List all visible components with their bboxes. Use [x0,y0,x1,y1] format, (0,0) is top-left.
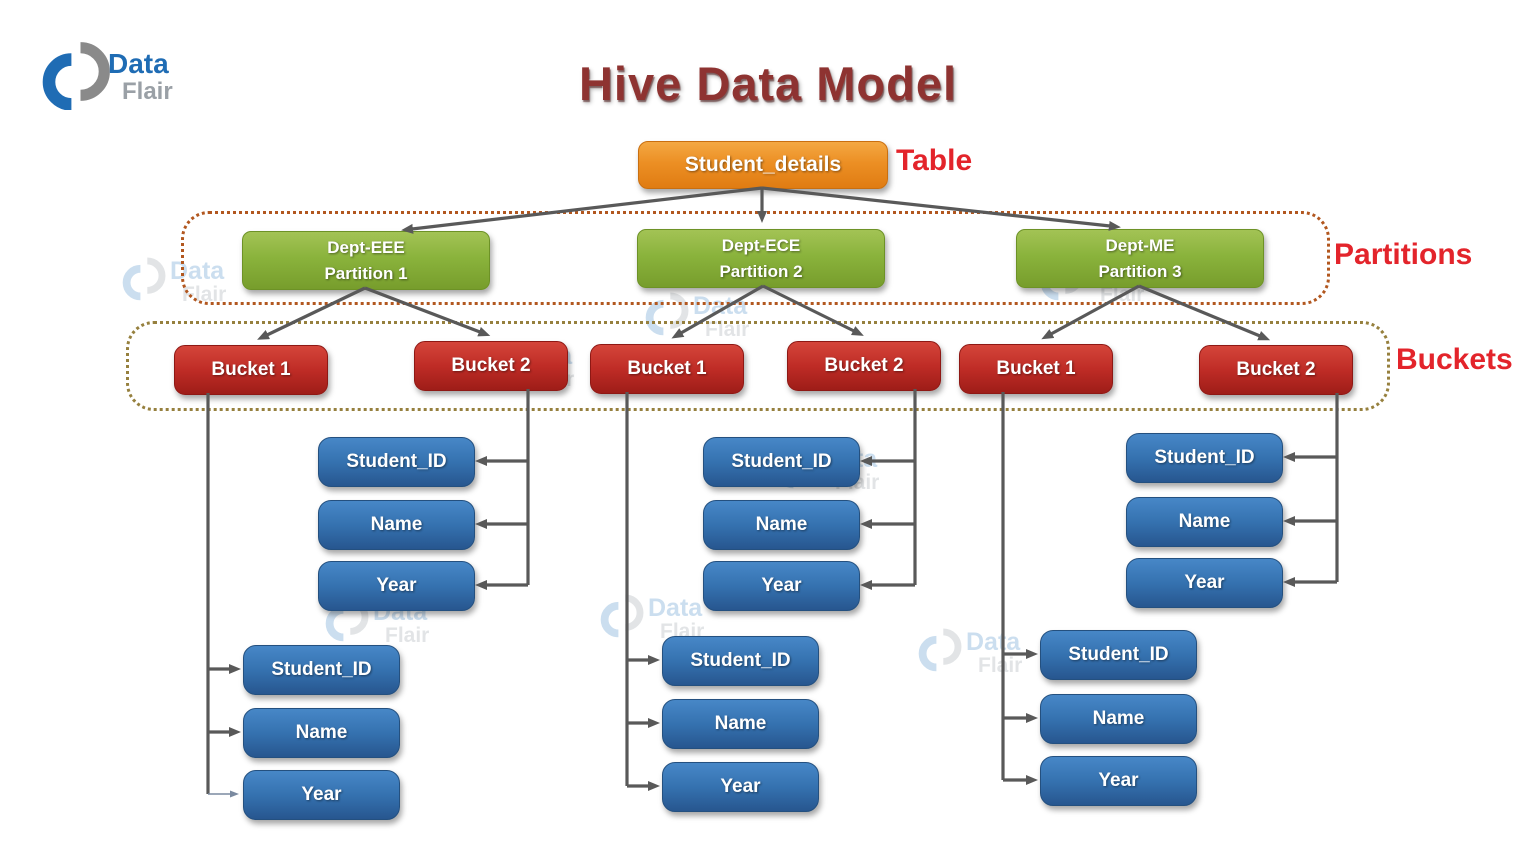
field-box-year: Year [318,561,475,611]
field-box-student-id: Student_ID [1040,630,1197,680]
partition-dept: Dept-ECE [721,235,801,255]
dataflair-watermark-logo-icon [122,257,166,301]
field-box-year: Year [1126,558,1283,608]
field-box-student-id: Student_ID [318,437,475,487]
field-box-student-id: Student_ID [1126,433,1283,483]
table-side-label: Table [896,144,973,177]
partition-dept: Dept-ME [1105,235,1175,255]
watermark-text: Data [966,628,1021,656]
bucket-label: Bucket 1 [627,358,707,379]
dataflair-watermark-logo-icon [918,628,962,672]
dataflair-logo: Data Flair [42,40,282,120]
field-label: Student_ID [731,451,832,472]
bucket-node-p1-b1: Bucket 1 [174,345,328,395]
field-label: Name [295,722,348,743]
field-label: Student_ID [346,451,447,472]
field-box-name: Name [662,699,819,749]
field-box-year: Year [1040,756,1197,806]
table-node-student-details: Student_details [638,141,888,189]
field-box-year: Year [703,561,860,611]
field-label: Name [1092,708,1145,729]
logo-text-flair: Flair [122,78,173,105]
field-box-student-id: Student_ID [662,636,819,686]
field-box-year: Year [243,770,400,820]
field-label: Name [1178,511,1231,532]
field-label: Year [720,776,761,797]
logo-text-data: Data [108,48,169,79]
partition-node-3: Dept-ME Partition 3 [1016,229,1264,288]
bucket-label: Bucket 2 [1236,359,1316,380]
field-label: Student_ID [271,659,372,680]
watermark-text: Flair [978,654,1023,677]
field-box-name: Name [1126,497,1283,547]
partition-name: Partition 2 [719,261,803,281]
bucket-node-p2-b2: Bucket 2 [787,341,941,391]
field-label: Year [376,575,417,596]
page-title: Hive Data Model [578,57,958,110]
partition-dept: Dept-EEE [327,237,405,257]
field-box-student-id: Student_ID [243,645,400,695]
field-box-year: Year [662,762,819,812]
table-node-label: Student_details [684,153,842,176]
field-box-name: Name [318,500,475,550]
bucket-label: Bucket 1 [211,359,291,380]
partition-node-2: Dept-ECE Partition 2 [637,229,885,288]
dataflair-logo-icon [42,42,110,110]
dataflair-watermark-logo-icon [600,594,644,638]
field-box-student-id: Student_ID [703,437,860,487]
watermark-text: Data [648,594,703,622]
bucket-node-p3-b1: Bucket 1 [959,344,1113,394]
buckets-side-label: Buckets [1396,343,1513,376]
partitions-side-label: Partitions [1334,238,1473,271]
field-box-name: Name [1040,694,1197,744]
field-box-name: Name [243,708,400,758]
dataflair-watermark: Data Flair [918,626,1088,690]
field-box-name: Name [703,500,860,550]
field-label: Name [714,713,767,734]
bucket-node-p3-b2: Bucket 2 [1199,345,1353,395]
field-label: Year [301,784,342,805]
partition-name: Partition 1 [324,263,408,283]
field-label: Student_ID [1154,447,1255,468]
field-label: Name [755,514,808,535]
field-label: Student_ID [1068,644,1169,665]
partition-node-1: Dept-EEE Partition 1 [242,231,490,290]
bucket-label: Bucket 2 [824,355,904,376]
bucket-label: Bucket 2 [451,355,531,376]
bucket-node-p2-b1: Bucket 1 [590,344,744,394]
field-label: Year [1098,770,1139,791]
bucket-label: Bucket 1 [996,358,1076,379]
field-label: Student_ID [690,650,791,671]
field-label: Year [761,575,802,596]
bucket-node-p1-b2: Bucket 2 [414,341,568,391]
watermark-text: Flair [385,624,430,647]
field-label: Year [1184,572,1225,593]
field-label: Name [370,514,423,535]
partition-name: Partition 3 [1098,261,1182,281]
